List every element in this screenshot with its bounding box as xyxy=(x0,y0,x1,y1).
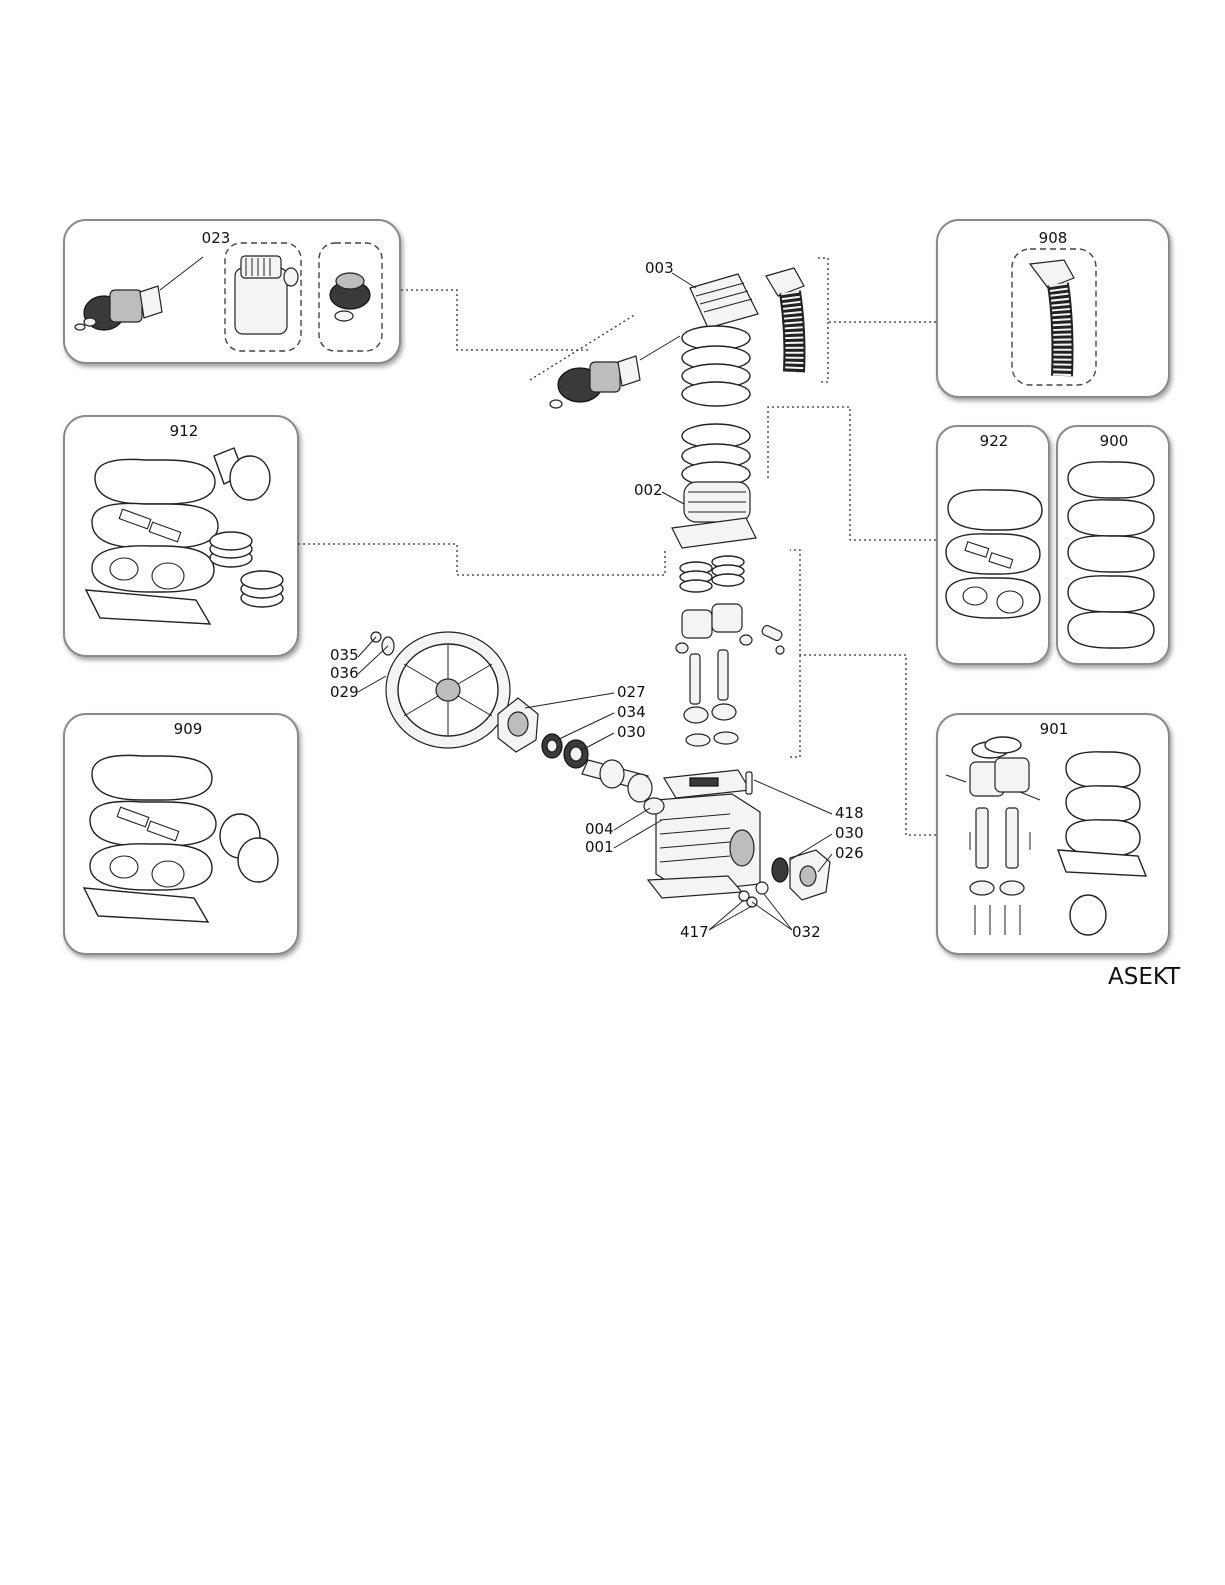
intake-filter-icon xyxy=(550,336,680,408)
kit-label-023: 023 xyxy=(202,229,231,247)
callout-004: 004 xyxy=(585,820,614,838)
callout-002: 002 xyxy=(634,481,663,499)
brand-label: ASEKT xyxy=(1108,964,1181,990)
kit-label-922: 922 xyxy=(980,432,1009,450)
head-gasket-stack-icon xyxy=(682,326,750,486)
kit-label-912: 912 xyxy=(170,422,199,440)
callout-026: 026 xyxy=(835,844,864,862)
callout-034: 034 xyxy=(617,703,646,721)
kit-box-901: 901 xyxy=(937,714,1169,954)
callout-030-rear: 030 xyxy=(835,824,864,842)
callout-417: 417 xyxy=(680,923,709,941)
callout-029: 029 xyxy=(330,683,359,701)
bearing-icon xyxy=(542,734,588,768)
kit-box-922: 922 xyxy=(937,426,1049,664)
kit-label-908: 908 xyxy=(1039,229,1068,247)
valve-plate-set-900-icon xyxy=(1068,462,1154,648)
callout-003: 003 xyxy=(645,259,674,277)
callout-036: 036 xyxy=(330,664,359,682)
crankcase-icon xyxy=(648,794,760,898)
kit-box-909: 909 xyxy=(64,714,298,954)
gasket-set-922-icon xyxy=(946,490,1042,618)
kit-box-912: 912 xyxy=(64,416,298,656)
rear-cover-icon xyxy=(772,850,830,900)
callout-030-front: 030 xyxy=(617,723,646,741)
connecting-rods-icon xyxy=(684,650,738,746)
cylinder-block-icon xyxy=(672,482,756,548)
valve-plate-icon xyxy=(664,770,750,798)
kit-label-900: 900 xyxy=(1100,432,1129,450)
callout-035: 035 xyxy=(330,646,359,664)
flywheel-icon xyxy=(371,632,510,748)
kit-box-900: 900 xyxy=(1057,426,1169,664)
pistons-icon xyxy=(676,604,784,654)
callout-027: 027 xyxy=(617,683,646,701)
kit-label-909: 909 xyxy=(174,720,203,738)
piston-rings-icon xyxy=(680,556,744,592)
callout-001: 001 xyxy=(585,838,614,856)
callout-032: 032 xyxy=(792,923,821,941)
callout-418: 418 xyxy=(835,804,864,822)
crankshaft-icon xyxy=(582,760,664,814)
kit-label-901: 901 xyxy=(1040,720,1069,738)
kit-box-908: 908 xyxy=(937,220,1169,397)
kit-box-023: 023 xyxy=(64,220,400,363)
cylinder-head-icon xyxy=(690,274,758,328)
delivery-hose-icon xyxy=(766,268,804,372)
